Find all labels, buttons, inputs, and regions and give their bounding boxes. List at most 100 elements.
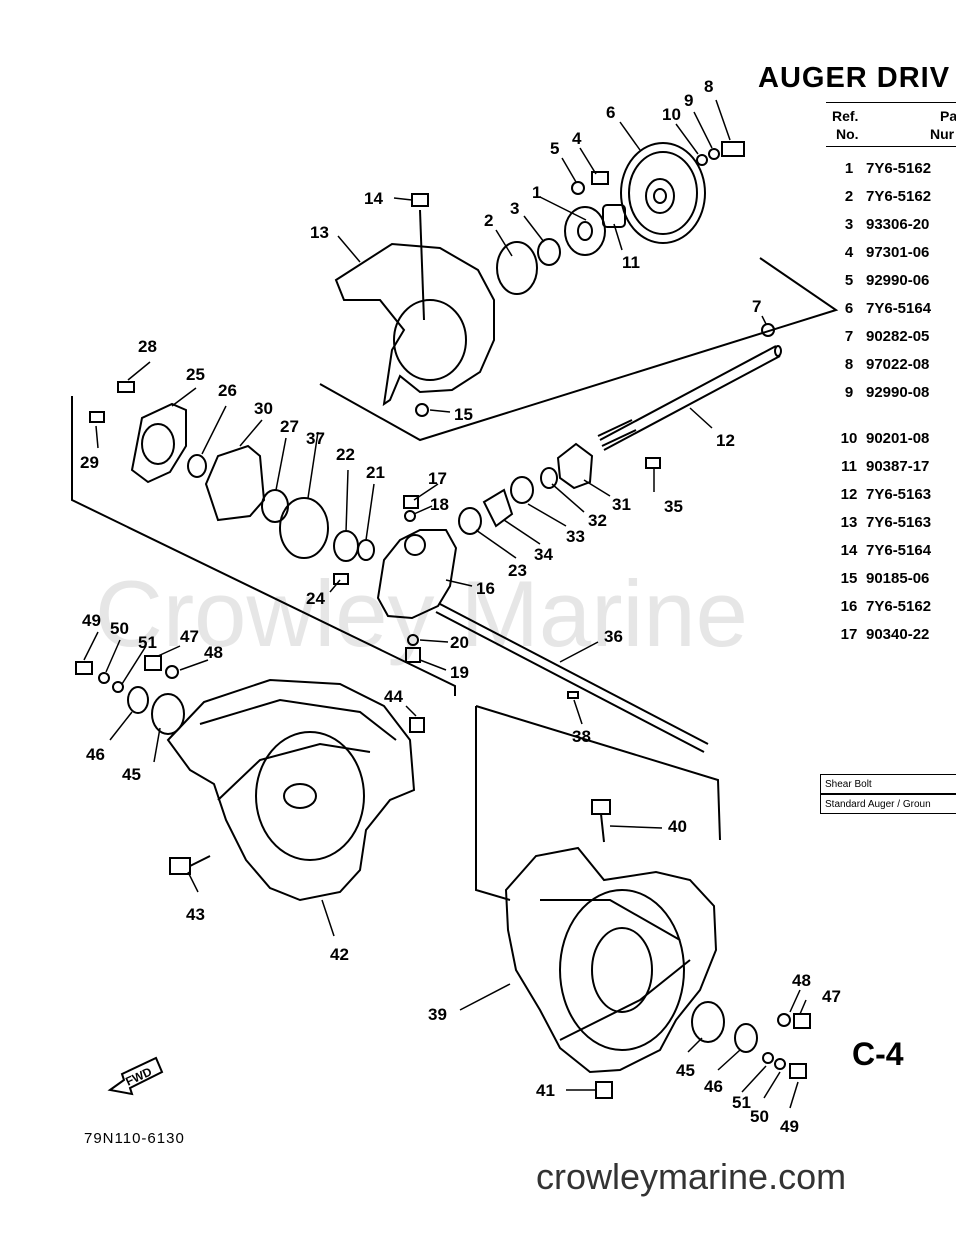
fwd-label: FWD — [123, 1064, 154, 1088]
callout-number: 28 — [138, 337, 157, 356]
callout-number: 31 — [612, 495, 631, 514]
callout-number: 49 — [82, 611, 101, 630]
callout-number: 23 — [508, 561, 527, 580]
callout-number: 38 — [572, 727, 591, 746]
spacer-part-11 — [602, 204, 626, 228]
table-cell-ref: 16 — [840, 598, 858, 615]
bolt-part-14-shaft — [419, 209, 425, 321]
callout-number: 49 — [780, 1117, 799, 1136]
cover-hub — [141, 423, 175, 465]
table-cell-part-number: 7Y6-5162 — [866, 160, 932, 177]
table-cell-part-number: 7Y6-5163 — [866, 486, 932, 503]
callout-number: 10 — [662, 105, 681, 124]
callout-number: 9 — [684, 91, 693, 110]
note-standard-auger: Standard Auger / Groun — [820, 794, 956, 814]
callout-number: 43 — [186, 905, 205, 924]
callout-number: 40 — [668, 817, 687, 836]
washer-part-50-left — [98, 672, 110, 684]
flange-part-31 — [556, 442, 594, 490]
upper-assembly-outline — [319, 257, 839, 442]
callout-number: 32 — [588, 511, 607, 530]
table-cell-ref: 2 — [844, 188, 854, 205]
table-cell-part-number: 90340-22 — [866, 626, 930, 643]
table-row: 12 7Y6-5163 — [836, 486, 931, 506]
callout-number: 29 — [80, 453, 99, 472]
table-cell-ref: 9 — [844, 384, 854, 401]
callout-number: 46 — [86, 745, 105, 764]
callout-number: 47 — [822, 987, 841, 1006]
flange-part-45-left — [151, 693, 185, 735]
seal-part-21 — [357, 539, 375, 561]
callout-number: 45 — [676, 1061, 695, 1080]
callout-number: 50 — [750, 1107, 769, 1126]
table-cell-ref: 10 — [840, 430, 858, 447]
table-cell-part-number: 7Y6-5163 — [866, 514, 932, 531]
table-cell-ref: 4 — [844, 244, 854, 261]
callout-number: 13 — [310, 223, 329, 242]
bolt-part-47-left — [144, 655, 162, 671]
plug-part-17 — [403, 495, 419, 509]
bolt-part-29 — [89, 411, 105, 423]
key-part-38 — [567, 691, 579, 699]
callout-number: 39 — [428, 1005, 447, 1024]
callout-number: 7 — [752, 297, 761, 316]
callout-number: 24 — [306, 589, 325, 608]
bearing-part-27 — [261, 489, 289, 523]
key-part-7 — [761, 323, 775, 337]
table-cell-ref: 8 — [844, 356, 854, 373]
table-cell-part-number: 90387-17 — [866, 458, 930, 475]
leader-lines — [83, 99, 807, 1109]
callout-number: 17 — [428, 469, 447, 488]
callout-number: 2 — [484, 211, 493, 230]
lower-right-outline — [475, 706, 511, 901]
callout-number: 26 — [218, 381, 237, 400]
callout-number: 51 — [138, 633, 157, 652]
left-auger-part-42 — [166, 678, 416, 902]
left-assembly-outline — [71, 396, 456, 696]
callout-number: 51 — [732, 1093, 751, 1112]
shaft-part-12 — [597, 345, 782, 451]
footer-site[interactable]: crowleymarine.com — [536, 1156, 847, 1197]
callout-number: 22 — [336, 445, 355, 464]
washer-part-20 — [407, 634, 419, 646]
bolt-part-47-right — [793, 1013, 811, 1029]
flange-part-45-right — [691, 1001, 725, 1043]
bearing-part-46-right — [734, 1023, 758, 1053]
callout-number: 44 — [384, 687, 403, 706]
table-cell-ref: 5 — [844, 272, 854, 289]
callout-number: 45 — [122, 765, 141, 784]
callout-number: 6 — [606, 103, 615, 122]
callout-number: 8 — [704, 77, 713, 96]
callout-number: 16 — [476, 579, 495, 598]
bolt-part-28 — [117, 381, 135, 393]
washer-part-48-right — [777, 1013, 791, 1027]
callout-number: 14 — [364, 189, 383, 208]
callout-number: 12 — [716, 431, 735, 450]
bolt-part-40-shaft — [600, 813, 605, 843]
table-cell-ref: 12 — [840, 486, 858, 503]
auger-shaft-part-36-edge-1 — [439, 603, 709, 745]
callout-number: 30 — [254, 399, 273, 418]
gear-case-part-16 — [376, 529, 458, 620]
plug-part-24 — [333, 573, 349, 585]
callout-number: 21 — [366, 463, 385, 482]
bolt-part-40 — [591, 799, 611, 815]
callout-number: 41 — [536, 1081, 555, 1100]
bearing-part-46-left — [127, 686, 149, 714]
callout-number: 5 — [550, 139, 559, 158]
table-cell-ref: 7 — [844, 328, 854, 345]
table-cell-part-number: 90282-05 — [866, 328, 930, 345]
bolt-part-4 — [591, 171, 609, 185]
drawing-code: 79N110-6130 — [84, 1130, 185, 1147]
seal-part-26 — [187, 454, 207, 478]
